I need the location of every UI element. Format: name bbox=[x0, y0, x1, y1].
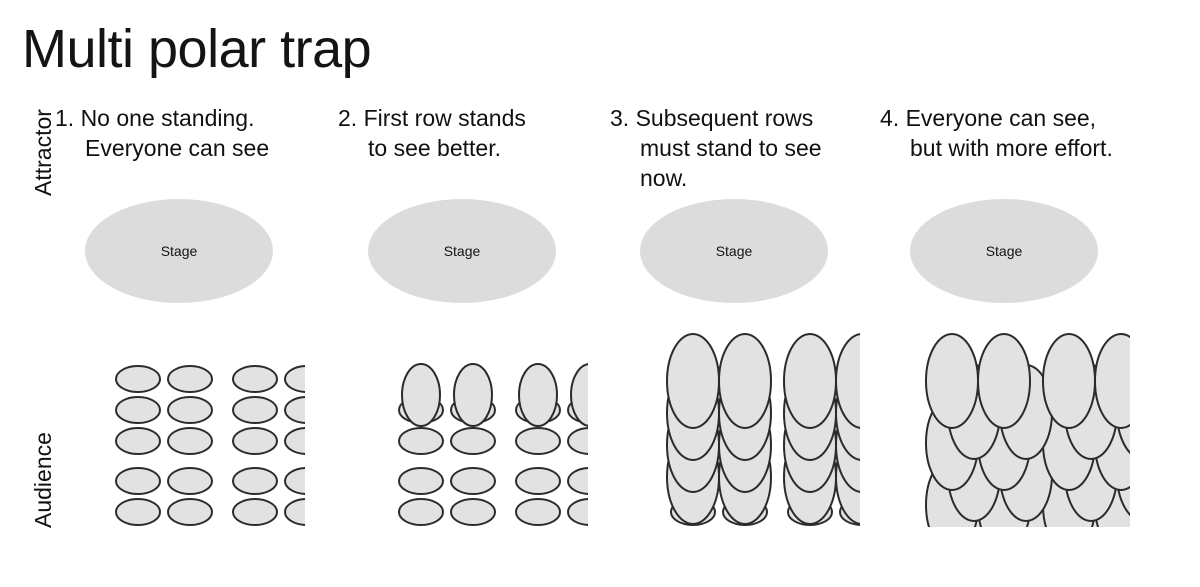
stage-label: Stage bbox=[986, 243, 1023, 259]
seat-seated bbox=[232, 365, 278, 393]
seat-seated bbox=[232, 396, 278, 424]
seat-seated bbox=[515, 467, 561, 495]
stage-label: Stage bbox=[444, 243, 481, 259]
stage-ellipse bbox=[85, 199, 273, 303]
seat-seated bbox=[567, 467, 588, 495]
stage-label: Stage bbox=[716, 243, 753, 259]
seat-seated bbox=[115, 396, 161, 424]
seat-seated bbox=[115, 365, 161, 393]
seat-seated bbox=[284, 467, 305, 495]
seat-seated bbox=[115, 498, 161, 526]
caption-line: 2. First row stands bbox=[338, 105, 526, 131]
caption-line: but with more effort. bbox=[910, 135, 1113, 161]
seat-standing bbox=[666, 333, 720, 429]
seat-seated bbox=[167, 365, 213, 393]
seat-seated bbox=[450, 498, 496, 526]
seat-standing bbox=[718, 333, 772, 429]
seat-standing bbox=[518, 363, 558, 427]
panel-caption: 2. First row stands to see better. bbox=[338, 103, 618, 163]
seat-seated bbox=[398, 427, 444, 455]
panel-caption: 3. Subsequent rows must stand to see now. bbox=[610, 103, 890, 193]
seat-seated bbox=[167, 467, 213, 495]
seat-standing bbox=[570, 363, 588, 427]
seat-row bbox=[115, 427, 305, 455]
caption-line: 4. Everyone can see, bbox=[880, 105, 1097, 131]
stage-ellipse bbox=[368, 199, 556, 303]
panel-4: 4. Everyone can see, but with more effort… bbox=[880, 103, 1160, 527]
seat-row bbox=[115, 467, 305, 495]
seat-seated bbox=[450, 427, 496, 455]
seat-standing bbox=[925, 333, 979, 429]
panel-figure: Stage bbox=[640, 199, 860, 526]
seat-seated bbox=[567, 498, 588, 526]
seat-seated bbox=[167, 396, 213, 424]
page-title: Multi polar trap bbox=[22, 19, 372, 79]
seat-standing bbox=[401, 363, 441, 427]
panel-figure: Stage bbox=[910, 199, 1130, 527]
seat-standing bbox=[453, 363, 493, 427]
panel-3: 3. Subsequent rows must stand to see now. S… bbox=[610, 103, 890, 526]
seat-seated bbox=[515, 498, 561, 526]
caption-line: now. bbox=[640, 165, 688, 191]
seat-seated bbox=[232, 427, 278, 455]
seat-row bbox=[401, 363, 588, 427]
seat-seated bbox=[167, 498, 213, 526]
caption-line: to see better. bbox=[368, 135, 501, 161]
seat-seated bbox=[284, 396, 305, 424]
stage-ellipse bbox=[640, 199, 828, 303]
stage-label: Stage bbox=[161, 243, 198, 259]
seat-seated bbox=[284, 498, 305, 526]
seat-standing bbox=[977, 333, 1031, 429]
seat-row bbox=[115, 396, 305, 424]
seat-standing bbox=[1042, 333, 1096, 429]
seat-seated bbox=[515, 427, 561, 455]
seat-row bbox=[925, 333, 1130, 429]
panel-2: 2. First row stands to see better. Stage bbox=[338, 103, 618, 526]
axis-label-attractor: Attractor bbox=[30, 109, 56, 196]
seat-row bbox=[115, 498, 305, 526]
caption-line: 1. No one standing. bbox=[55, 105, 255, 131]
panel-caption: 4. Everyone can see, but with more effort… bbox=[880, 103, 1160, 163]
seat-row bbox=[398, 467, 588, 495]
caption-line: Everyone can see bbox=[85, 135, 270, 161]
seat-seated bbox=[232, 467, 278, 495]
seat-seated bbox=[232, 498, 278, 526]
seat-standing bbox=[783, 333, 837, 429]
seat-seated bbox=[167, 427, 213, 455]
seat-row bbox=[666, 333, 860, 429]
caption-line: must stand to see bbox=[640, 135, 822, 161]
seat-seated bbox=[398, 467, 444, 495]
seat-row bbox=[398, 427, 588, 455]
seat-seated bbox=[284, 427, 305, 455]
seat-seated bbox=[284, 365, 305, 393]
panel-caption: 1. No one standing. Everyone can see bbox=[55, 103, 335, 163]
seat-row bbox=[115, 365, 305, 393]
stage-ellipse bbox=[910, 199, 1098, 303]
seat-row bbox=[398, 498, 588, 526]
seat-seated bbox=[450, 467, 496, 495]
panel-figure: Stage bbox=[85, 199, 305, 526]
seat-seated bbox=[398, 498, 444, 526]
seat-seated bbox=[115, 427, 161, 455]
axis-label-audience: Audience bbox=[30, 432, 56, 528]
caption-line: 3. Subsequent rows bbox=[610, 105, 814, 131]
seat-seated bbox=[115, 467, 161, 495]
seat-seated bbox=[567, 427, 588, 455]
seat-standing bbox=[1094, 333, 1130, 429]
panel-figure: Stage bbox=[368, 199, 588, 526]
seat-standing bbox=[835, 333, 860, 429]
